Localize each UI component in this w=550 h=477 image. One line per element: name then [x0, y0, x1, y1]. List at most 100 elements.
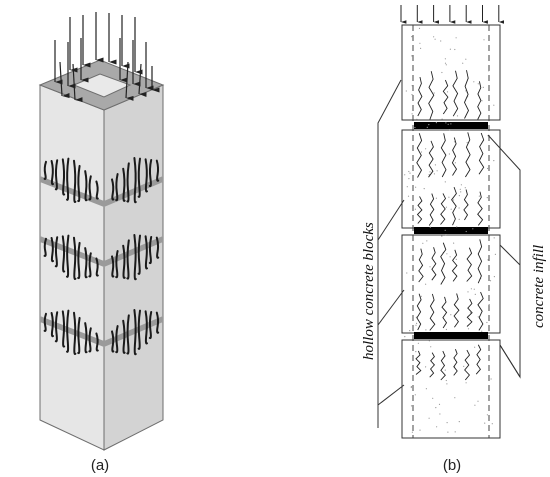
- speckle: [473, 81, 475, 83]
- crack-stroke: [155, 159, 160, 182]
- crack-stroke: [122, 244, 126, 279]
- crack-stroke: [95, 180, 99, 200]
- speckle: [456, 115, 459, 117]
- speckle: [493, 237, 495, 239]
- crack-stroke: [115, 250, 119, 279]
- speckle: [466, 142, 468, 144]
- crack-stroke: [144, 158, 148, 193]
- crack-stroke: [133, 309, 137, 356]
- speckle: [429, 171, 431, 173]
- crack-line: [451, 186, 457, 226]
- crack-line: [466, 247, 473, 282]
- speckle: [488, 304, 490, 306]
- speckle: [453, 242, 455, 244]
- crack-line: [416, 196, 423, 224]
- crack-line: [428, 140, 434, 178]
- speckle: [488, 70, 490, 72]
- label-concrete-infill: concrete infill: [531, 245, 547, 328]
- speckle: [435, 122, 437, 124]
- crack-stroke: [148, 235, 153, 265]
- speckle: [458, 218, 460, 220]
- crack-stroke: [148, 310, 153, 340]
- crack-line: [464, 70, 470, 119]
- speckle: [455, 37, 457, 39]
- speckle: [474, 293, 476, 295]
- speckle: [448, 153, 450, 155]
- crack-line: [465, 132, 471, 178]
- crack-stroke: [77, 316, 81, 355]
- crack-line: [477, 81, 482, 120]
- speckle: [426, 240, 428, 242]
- crack-stroke: [88, 327, 92, 353]
- speckle: [465, 58, 467, 60]
- hollow-block: [401, 24, 501, 121]
- load-arrows-a: [54, 12, 160, 103]
- speckle: [456, 226, 458, 228]
- speckle: [408, 170, 410, 173]
- crack-pattern-a: [43, 157, 160, 356]
- crack-stroke: [126, 162, 130, 203]
- crack-line: [477, 191, 484, 226]
- crack-line: [440, 193, 447, 225]
- speckle: [449, 129, 451, 131]
- crack-stroke: [61, 235, 66, 273]
- speckle: [404, 174, 406, 176]
- speckle: [444, 369, 446, 371]
- crack-stroke: [54, 236, 59, 268]
- speckle: [454, 162, 456, 164]
- prism-left-face: [39, 84, 105, 451]
- bed-joint-right: [104, 176, 163, 207]
- speckle: [410, 386, 412, 388]
- speckle: [408, 178, 410, 180]
- speckle: [425, 329, 427, 331]
- crack-stroke: [144, 235, 148, 270]
- crack-stroke: [126, 314, 130, 355]
- crack-stroke: [50, 237, 54, 263]
- crack-stroke: [77, 241, 81, 280]
- crack-stroke: [50, 312, 54, 338]
- speckle: [486, 167, 489, 170]
- speckle: [417, 342, 419, 344]
- speckle: [478, 195, 480, 197]
- load-arrow: [72, 63, 83, 103]
- speckle: [469, 312, 472, 314]
- crack-line: [477, 291, 484, 331]
- crack-line: [416, 293, 422, 331]
- speckle: [481, 330, 483, 332]
- speckle: [441, 71, 443, 74]
- load-arrow: [59, 61, 70, 99]
- speckle: [410, 386, 412, 389]
- speckle: [470, 288, 472, 290]
- speckle: [472, 228, 474, 230]
- speckle: [445, 64, 447, 66]
- speckle: [425, 366, 427, 368]
- mortar-bed: [414, 122, 488, 129]
- speckle: [407, 195, 410, 197]
- crack-stroke: [111, 178, 115, 201]
- speckle: [493, 160, 495, 162]
- mortar-bed: [414, 227, 488, 234]
- speckle: [441, 235, 443, 237]
- load-arrows-b: [400, 5, 505, 24]
- speckle: [406, 186, 408, 188]
- speckle: [438, 403, 441, 405]
- crack-stroke: [84, 322, 88, 354]
- speckle: [446, 383, 448, 385]
- speckle: [463, 365, 465, 367]
- speckle: [477, 83, 479, 85]
- crack-line: [466, 298, 473, 327]
- speckle: [411, 85, 413, 87]
- crack-stroke: [73, 311, 77, 356]
- crack-stroke: [54, 311, 59, 343]
- crack-line: [453, 293, 460, 328]
- speckle: [455, 258, 457, 260]
- crack-line: [442, 79, 449, 115]
- crack-line: [429, 293, 436, 331]
- speckle: [434, 164, 436, 166]
- speckle: [404, 336, 406, 338]
- crack-line: [451, 137, 458, 176]
- speckle: [454, 431, 456, 433]
- speckle: [444, 229, 446, 231]
- speckle: [415, 351, 417, 353]
- speckle: [429, 266, 431, 268]
